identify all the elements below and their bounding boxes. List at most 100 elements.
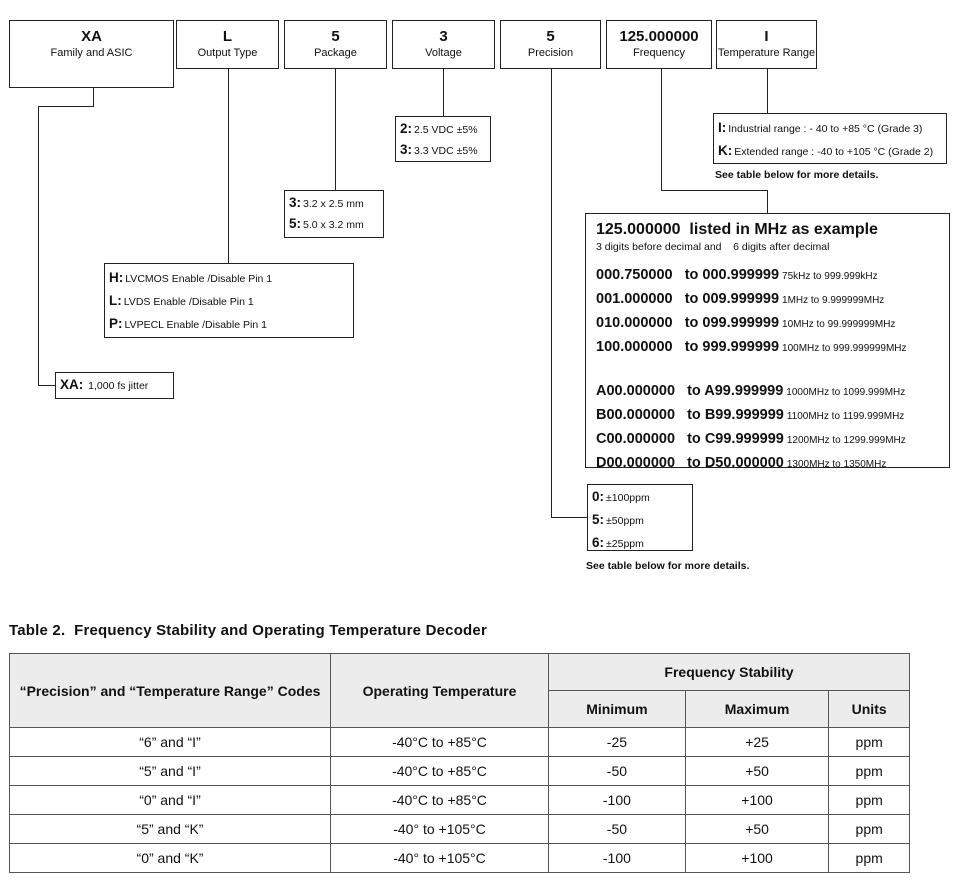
cell-maximum: +50 [684,756,830,786]
connector-line [661,69,662,191]
connector-line [551,69,552,518]
connector-line [551,517,587,518]
cell-temperature: -40°C to +85°C [330,785,549,815]
package-options-box: 3:3.2 x 2.5 mm 5:5.0 x 3.2 mm [284,190,384,238]
precision-option: 6:±25ppm [592,535,644,550]
cell-maximum: +25 [684,727,830,757]
output-type-options-box: H:LVCMOS Enable /Disable Pin 1 L:LVDS En… [104,263,354,338]
connector-line [228,69,229,264]
cell-codes: “5” and “I” [9,756,331,786]
temperature-code: I [764,28,769,45]
cell-minimum: -25 [548,727,686,757]
precision-note: See table below for more details. [586,560,750,572]
voltage-option: 3:3.3 VDC ±5% [400,142,478,157]
decoder-table: “Precision” and “Temperature Range” Code… [9,653,910,873]
connector-line [335,69,336,191]
col-header-codes: “Precision” and “Temperature Range” Code… [9,653,331,728]
connector-line [443,69,444,117]
family-option-box: XA: 1,000 fs jitter [55,372,174,399]
cell-codes: “6” and “I” [9,727,331,757]
cell-maximum: +50 [684,814,830,844]
output-type-option: P:LVPECL Enable /Disable Pin 1 [109,316,267,331]
precision-option: 0:±100ppm [592,489,650,504]
cell-codes: “0” and “K” [9,843,331,873]
table-title: Table 2. Frequency Stability and Operati… [9,622,487,639]
cell-codes: “5” and “K” [9,814,331,844]
voltage-code: 3 [439,28,448,45]
precision-header-box: 5 Precision [500,20,601,69]
col-header-maximum: Maximum [684,690,830,728]
temperature-header-box: I Temperature Range [716,20,817,69]
table-row: “5” and “K” -40° to +105°C -50 +50 ppm [9,814,910,844]
temperature-option: I:Industrial range : - 40 to +85 °C (Gra… [718,120,923,135]
frequency-label: Frequency [633,47,685,59]
precision-label: Precision [527,47,574,59]
precision-options-box: 0:±100ppm 5:±50ppm 6:±25ppm [587,484,693,551]
cell-codes: “0” and “I” [9,785,331,815]
cell-units: ppm [828,727,910,757]
output-type-option: L:LVDS Enable /Disable Pin 1 [109,293,254,308]
cell-maximum: +100 [684,843,830,873]
table-row: “6” and “I” -40°C to +85°C -25 +25 ppm [9,727,910,757]
package-option: 5:5.0 x 3.2 mm [289,216,364,231]
cell-minimum: -100 [548,843,686,873]
cell-units: ppm [828,756,910,786]
voltage-option: 2:2.5 VDC ±5% [400,121,478,136]
cell-minimum: -50 [548,756,686,786]
output-type-label: Output Type [197,47,258,59]
table-row: “5” and “I” -40°C to +85°C -50 +50 ppm [9,756,910,786]
connector-line [661,190,768,191]
frequency-code: 125.000000 [619,28,699,45]
col-header-frequency-stability: Frequency Stability [548,653,910,691]
frequency-subtitle: 3 digits before decimal and 6 digits aft… [596,241,830,253]
cell-units: ppm [828,843,910,873]
cell-maximum: +100 [684,785,830,815]
package-label: Package [314,47,357,59]
cell-minimum: -100 [548,785,686,815]
cell-temperature: -40° to +105°C [330,843,549,873]
temperature-option: K:Extended range : -40 to +105 °C (Grade… [718,143,934,158]
connector-line [38,106,39,386]
package-header-box: 5 Package [284,20,387,69]
connector-line [767,190,768,214]
connector-line [93,88,94,106]
voltage-label: Voltage [425,47,462,59]
col-header-minimum: Minimum [548,690,686,728]
cell-temperature: -40°C to +85°C [330,756,549,786]
connector-line [38,385,56,386]
family-code: XA [81,28,102,45]
package-code: 5 [331,28,340,45]
temperature-options-box: I:Industrial range : - 40 to +85 °C (Gra… [713,113,947,164]
output-type-code: L [222,28,233,45]
voltage-options-box: 2:2.5 VDC ±5% 3:3.3 VDC ±5% [395,116,491,162]
frequency-title: 125.000000 listed in MHz as example [596,221,878,238]
precision-code: 5 [546,28,555,45]
temperature-label: Temperature Range [717,47,816,59]
table-row: “0” and “K” -40° to +105°C -100 +100 ppm [9,843,910,873]
connector-line [38,106,94,107]
table-row: “0” and “I” -40°C to +85°C -100 +100 ppm [9,785,910,815]
connector-line [767,69,768,113]
voltage-header-box: 3 Voltage [392,20,495,69]
temperature-note: See table below for more details. [715,169,879,181]
cell-temperature: -40°C to +85°C [330,727,549,757]
cell-temperature: -40° to +105°C [330,814,549,844]
family-option: XA: 1,000 fs jitter [60,377,149,392]
family-label: Family and ASIC [50,47,133,59]
output-type-option: H:LVCMOS Enable /Disable Pin 1 [109,270,273,285]
frequency-options-box: 125.000000 listed in MHz as example 3 di… [585,213,950,471]
package-option: 3:3.2 x 2.5 mm [289,195,364,210]
col-header-units: Units [828,690,910,728]
cell-minimum: -50 [548,814,686,844]
cell-units: ppm [828,814,910,844]
precision-option: 5:±50ppm [592,512,644,527]
cell-units: ppm [828,785,910,815]
